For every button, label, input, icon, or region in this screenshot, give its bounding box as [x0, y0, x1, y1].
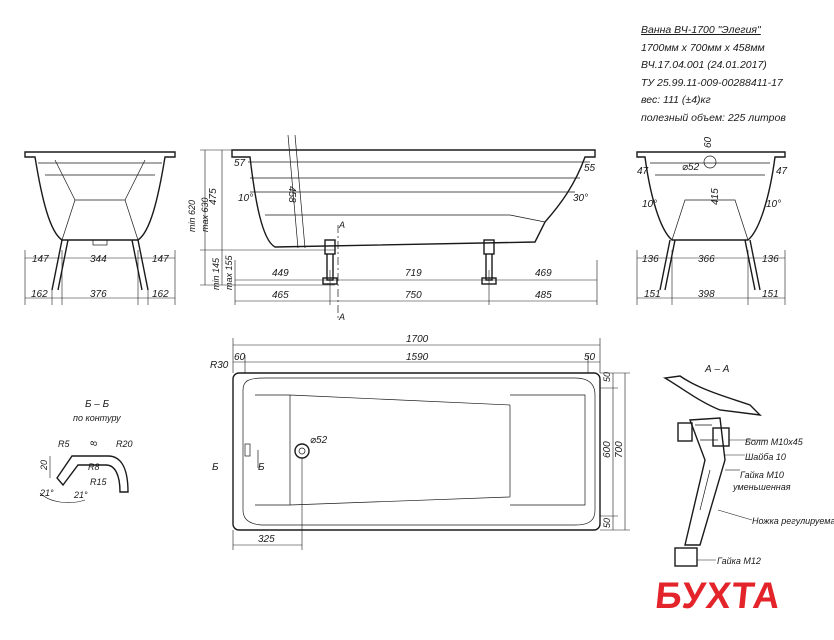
section-a-title: А – А — [704, 364, 730, 375]
spec-line: ВЧ.17.04.001 (24.01.2017) — [641, 59, 767, 72]
dim-57: 57 — [234, 158, 246, 169]
right-end-view: 60 ⌀52 47 47 10° 10° 415 136 366 136 151… — [636, 136, 788, 305]
dim-50-a: 50 — [602, 372, 612, 382]
drain-diameter: ⌀52 — [310, 435, 328, 446]
dim-458: 458 — [286, 186, 297, 203]
side-view: 57 458 10° 30° 55 475 min 620 max 630 mi… — [187, 134, 598, 322]
label-adjustable-leg: Ножка регулируемая — [752, 516, 834, 526]
top-view: 1700 1590 60 50 R30 ⌀52 50 600 700 50 32… — [210, 334, 630, 550]
dim-8: 8 — [89, 441, 99, 446]
spec-line: 1700мм x 700мм x 458мм — [641, 41, 765, 54]
label-nut-m12: Гайка М12 — [717, 556, 761, 566]
dim-1590: 1590 — [406, 352, 429, 363]
section-b-title: Б – Б — [85, 399, 110, 410]
spec-line: ТУ 25.99.11-009-00288411-17 — [641, 76, 783, 89]
section-a-a: А – А Болт М10x45 Шайба 10 Гайка М10 уме… — [662, 364, 834, 567]
dim-415: 415 — [710, 188, 721, 205]
dim-719: 719 — [405, 268, 422, 279]
dim-min-620: min 620 — [187, 200, 197, 232]
dim-700: 700 — [614, 441, 625, 458]
dim-750: 750 — [405, 290, 422, 301]
dim-376: 376 — [90, 289, 107, 300]
label-bolt: Болт М10x45 — [745, 437, 804, 447]
angle-30: 30° — [573, 193, 588, 204]
angle-21-b: 21° — [73, 490, 88, 500]
angle-10-left: 10° — [642, 199, 657, 210]
dim-50-b: 50 — [602, 518, 612, 528]
dim-147-right: 147 — [152, 254, 169, 265]
label-washer: Шайба 10 — [745, 452, 786, 462]
dim-50-top: 50 — [584, 352, 596, 363]
radius-r20: R20 — [116, 439, 133, 449]
dim-325: 325 — [258, 534, 275, 545]
cut-mark-b-right: Б — [258, 462, 265, 473]
dim-136-left: 136 — [642, 254, 659, 265]
radius-r5: R5 — [58, 439, 70, 449]
label-nut-m10: Гайка М10 — [740, 470, 784, 480]
dim-475: 475 — [208, 188, 219, 205]
dim-1700: 1700 — [406, 334, 429, 345]
dim-60: 60 — [703, 136, 714, 148]
dim-485: 485 — [535, 290, 552, 301]
dim-162-right: 162 — [152, 289, 169, 300]
dim-max-155: max 155 — [224, 254, 234, 290]
dim-20: 20 — [39, 460, 49, 471]
left-end-view: 147 344 147 162 376 162 — [24, 151, 176, 305]
brand-logo: БУХТА — [653, 575, 783, 616]
spec-block: Ванна ВЧ-1700 "Элегия" 1700мм x 700мм x … — [641, 22, 786, 128]
dim-366: 366 — [698, 254, 715, 265]
spec-line: вес: 111 (±4)кг — [641, 94, 711, 107]
dim-398: 398 — [698, 289, 715, 300]
dim-151-left: 151 — [644, 289, 661, 300]
dim-147-left: 147 — [32, 254, 49, 265]
dim-162-left: 162 — [31, 289, 48, 300]
dim-449: 449 — [272, 268, 289, 279]
section-b-b: Б – Б по контуру R5 R20 R8 R15 20 8 21° … — [39, 399, 133, 503]
dim-max-630: max 630 — [200, 197, 210, 232]
label-nut-reduced: уменьшенная — [732, 482, 791, 492]
radius-r15: R15 — [90, 477, 108, 487]
angle-21-a: 21° — [39, 488, 54, 498]
dim-600: 600 — [602, 441, 613, 458]
radius-r30: R30 — [210, 360, 229, 371]
dim-151-right: 151 — [762, 289, 779, 300]
dim-47-left: 47 — [637, 166, 649, 177]
angle-10: 10° — [238, 193, 253, 204]
cut-mark-b-left: Б — [212, 462, 219, 473]
dim-55: 55 — [584, 163, 596, 174]
radius-r8: R8 — [88, 462, 100, 472]
dim-465: 465 — [272, 290, 289, 301]
dim-136-right: 136 — [762, 254, 779, 265]
dim-47-right: 47 — [776, 166, 788, 177]
spec-title: Ванна ВЧ-1700 "Элегия" — [641, 24, 761, 36]
spec-line: полезный объем: 225 литров — [641, 111, 786, 124]
section-b-subtitle: по контуру — [73, 413, 121, 423]
dim-344: 344 — [90, 254, 107, 265]
dim-min-145: min 145 — [211, 257, 221, 290]
section-mark-a-bottom: A — [338, 312, 345, 322]
section-mark-a-top: A — [338, 220, 345, 230]
dim-60-top: 60 — [234, 352, 246, 363]
dim-drain-52: ⌀52 — [682, 162, 700, 173]
angle-10-right: 10° — [766, 199, 781, 210]
dim-469: 469 — [535, 268, 552, 279]
